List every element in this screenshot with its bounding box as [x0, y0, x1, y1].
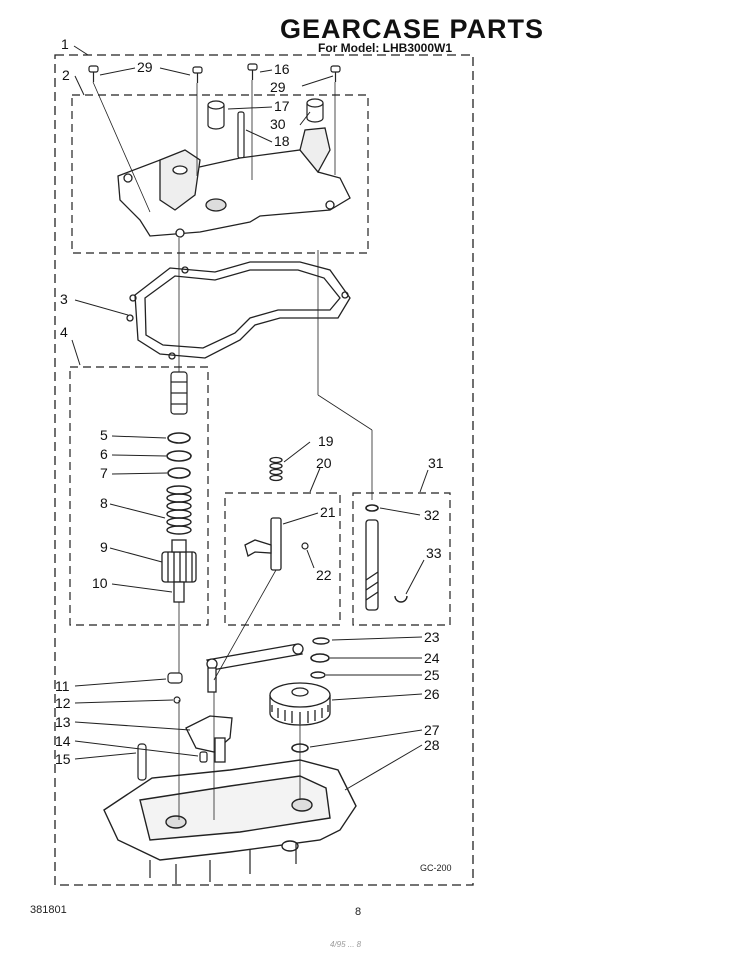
gasket-3 — [126, 261, 351, 360]
gearcase-base-28 — [103, 759, 357, 884]
callout-1: 1 — [61, 36, 69, 52]
callout-20: 20 — [316, 455, 332, 471]
clip-23 — [312, 637, 330, 645]
ball-12 — [173, 696, 181, 704]
washer-24 — [310, 653, 330, 663]
callout-33: 33 — [426, 545, 442, 561]
retaining-ring-33 — [394, 595, 408, 603]
pinion-gear-9 — [161, 539, 197, 603]
callout-21: 21 — [320, 504, 336, 520]
spring-19 — [269, 456, 283, 482]
callout-labels: 1 2 29 16 29 17 30 18 3 4 5 6 7 8 9 10 1… — [55, 36, 444, 767]
model-subtitle: For Model: LHB3000W1 — [318, 41, 453, 55]
pinion-shaft-sleeve — [170, 371, 188, 415]
callout-11: 11 — [55, 678, 70, 694]
callout-27: 27 — [424, 722, 440, 738]
pin-15 — [137, 743, 147, 781]
bushing-17 — [207, 100, 225, 130]
plug-11 — [167, 672, 183, 684]
callout-3: 3 — [60, 291, 68, 307]
cam-13 — [185, 715, 233, 763]
callout-23: 23 — [424, 629, 440, 645]
screw-29-middle — [192, 66, 203, 83]
callout-22: 22 — [316, 567, 332, 583]
callout-29-a: 29 — [137, 59, 153, 75]
pinion-group-box — [69, 366, 209, 626]
callout-9: 9 — [100, 539, 108, 555]
callout-12: 12 — [55, 695, 71, 711]
dowel-14 — [199, 751, 208, 763]
callout-28: 28 — [424, 737, 440, 753]
leader-lines — [71, 45, 429, 791]
callout-17: 17 — [274, 98, 290, 114]
pin-18 — [237, 111, 245, 159]
alignment-lines — [92, 80, 373, 820]
shaft-group-box — [352, 492, 451, 626]
callout-6: 6 — [100, 446, 108, 462]
document-number: 381801 — [30, 904, 67, 916]
callout-25: 25 — [424, 667, 440, 683]
callout-30: 30 — [270, 116, 286, 132]
screw-29-left — [88, 65, 99, 82]
callout-26: 26 — [424, 686, 440, 702]
screw-16 — [247, 63, 258, 80]
washer-6 — [166, 450, 192, 462]
washer-5 — [167, 432, 191, 444]
callout-4: 4 — [60, 324, 68, 340]
callout-29-b: 29 — [270, 79, 286, 95]
washer-32 — [365, 504, 379, 512]
callout-8: 8 — [100, 495, 108, 511]
bushing-30 — [306, 98, 324, 123]
drive-link-arm — [206, 643, 304, 693]
spring-8 — [166, 485, 192, 535]
callout-31: 31 — [428, 455, 444, 471]
callout-14: 14 — [55, 733, 71, 749]
main-gear-26 — [269, 682, 331, 726]
handwritten-note: 4/95 ... 8 — [330, 940, 362, 949]
figure-code: GC-200 — [420, 863, 452, 873]
callout-15: 15 — [55, 751, 71, 767]
page-number: 8 — [355, 906, 362, 918]
callout-5: 5 — [100, 427, 108, 443]
shift-fork-21 — [244, 517, 282, 571]
assembly-outline-box — [54, 54, 474, 886]
washer-7 — [167, 467, 191, 479]
callout-16: 16 — [274, 61, 290, 77]
shift-fork-group-box — [224, 492, 341, 626]
clip-22 — [301, 542, 309, 550]
callout-2: 2 — [62, 67, 70, 83]
callout-19: 19 — [318, 433, 334, 449]
helix-shaft — [365, 519, 379, 611]
callout-7: 7 — [100, 465, 108, 481]
cover-group-box — [71, 94, 369, 254]
callout-24: 24 — [424, 650, 440, 666]
page-title: GEARCASE PARTS — [280, 14, 545, 44]
callout-32: 32 — [424, 507, 440, 523]
screw-29-right — [330, 65, 341, 82]
callout-10: 10 — [92, 575, 108, 591]
washer-25 — [310, 671, 326, 679]
gearcase-cover — [117, 127, 351, 238]
callout-18: 18 — [274, 133, 290, 149]
callout-13: 13 — [55, 714, 71, 730]
